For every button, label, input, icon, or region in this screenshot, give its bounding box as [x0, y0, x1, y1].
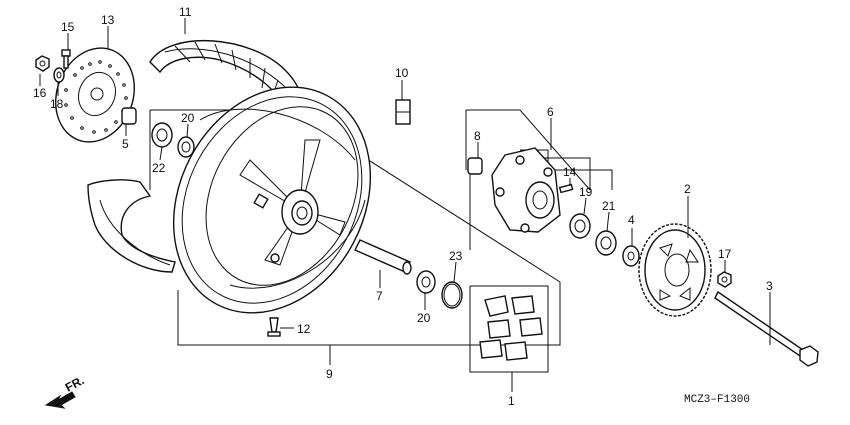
callout-3: 3: [766, 279, 773, 293]
callout-4: 4: [628, 213, 635, 227]
callout-20-upper: 20: [181, 111, 195, 125]
o-ring: [441, 281, 463, 309]
distance-collar: [354, 239, 412, 275]
callout-9: 9: [326, 367, 333, 381]
figure-code: MCZ3–F1300: [684, 394, 750, 406]
washer: [53, 67, 65, 83]
bearing-right: [416, 270, 436, 294]
driven-flange: [491, 147, 561, 233]
callout-18: 18: [50, 97, 64, 111]
callout-20-lower: 20: [417, 311, 431, 325]
callout-15: 15: [61, 20, 75, 34]
tire-half-section: [87, 179, 176, 273]
callout-numbers: 1 2 3 4 5 6 7 8 9 10 11 12 13 14 15 16 1…: [33, 5, 773, 408]
chain-adjuster: [395, 99, 411, 125]
sprocket-nut: [717, 271, 732, 288]
callout-21: 21: [602, 199, 616, 213]
bearing-left: [151, 122, 173, 148]
callout-12: 12: [297, 322, 311, 336]
callout-7: 7: [376, 289, 383, 303]
callout-14: 14: [563, 165, 577, 179]
hub-collar: [467, 157, 483, 175]
callout-2: 2: [684, 182, 691, 196]
callout-17: 17: [718, 247, 732, 261]
callout-6: 6: [547, 105, 554, 119]
callout-19: 19: [579, 185, 593, 199]
callout-22: 22: [152, 161, 166, 175]
callout-10: 10: [395, 66, 409, 80]
hub-group-outline: [465, 109, 591, 250]
callout-5: 5: [122, 137, 129, 151]
front-arrow-icon: [44, 391, 76, 409]
callout-8: 8: [474, 129, 481, 143]
bearing-flange: [569, 213, 591, 239]
front-direction-label: FR.: [63, 373, 87, 394]
leader-lines: [39, 18, 771, 392]
wheel-rim: [172, 86, 372, 314]
valve-stem: [267, 317, 281, 337]
damper-rubbers: [479, 295, 543, 361]
damper-group-outline: [469, 285, 549, 373]
callout-23: 23: [449, 249, 463, 263]
side-collar: [121, 107, 137, 125]
callout-11: 11: [179, 5, 192, 19]
disc-nut: [35, 55, 50, 72]
dust-seal-left: [177, 136, 195, 158]
dust-seal-flange: [595, 230, 617, 256]
callout-13: 13: [101, 13, 115, 27]
callout-16: 16: [33, 86, 47, 100]
front-direction-indicator: FR.: [44, 373, 87, 409]
disc-bolt: [61, 49, 71, 69]
flange-collar: [622, 245, 640, 267]
callout-1: 1: [508, 394, 515, 408]
rear-axle: [714, 290, 819, 367]
driven-sprocket: [638, 223, 712, 317]
brake-disc: [54, 47, 136, 143]
stud-bolt: [558, 183, 574, 194]
